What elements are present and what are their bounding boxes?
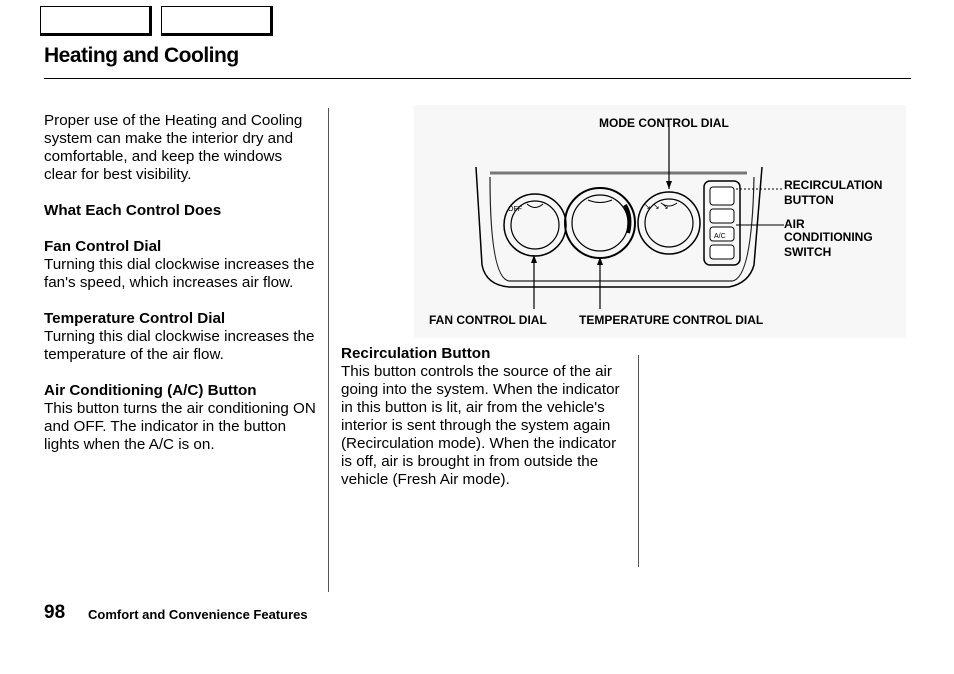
nav-next-button[interactable] bbox=[161, 6, 273, 36]
ac-text: This button turns the air conditioning O… bbox=[44, 400, 316, 453]
temperature-control-label: TEMPERATURE CONTROL DIAL bbox=[579, 313, 764, 327]
temp-heading: Temperature Control Dial bbox=[44, 310, 226, 327]
fan-heading: Fan Control Dial bbox=[44, 238, 162, 255]
nav-previous-button[interactable] bbox=[40, 6, 152, 36]
temperature-dial-icon bbox=[564, 187, 636, 259]
temp-text: Turning this dial clockwise increases th… bbox=[44, 328, 315, 363]
recirc-heading: Recirculation Button bbox=[341, 345, 491, 362]
intro-text: Proper use of the Heating and Cooling sy… bbox=[44, 112, 303, 183]
fan-dial-icon: OFF bbox=[503, 193, 567, 257]
section-name: Comfort and Convenience Features bbox=[88, 607, 308, 622]
control-panel-illustration: OFF ↘ ↘ ↘ A/C bbox=[475, 127, 784, 309]
svg-text:A/C: A/C bbox=[714, 233, 726, 240]
ac-heading: Air Conditioning (A/C) Button bbox=[44, 382, 257, 399]
climate-control-diagram: OFF ↘ ↘ ↘ A/C bbox=[414, 105, 906, 338]
ac-label-line2: CONDITIONING bbox=[784, 230, 873, 244]
recirculation-label-line2: BUTTON bbox=[784, 193, 834, 207]
mode-dial-icon: ↘ ↘ ↘ bbox=[637, 191, 701, 255]
fan-control-label: FAN CONTROL DIAL bbox=[429, 313, 547, 327]
column-divider-right bbox=[638, 355, 639, 567]
title-rule bbox=[44, 78, 911, 79]
column-divider-left bbox=[328, 108, 329, 592]
ac-label-line1: AIR bbox=[784, 217, 805, 231]
page-title: Heating and Cooling bbox=[44, 44, 239, 67]
svg-text:↘ ↘ ↘: ↘ ↘ ↘ bbox=[644, 202, 669, 211]
recirculation-label-line1: RECIRCULATION bbox=[784, 178, 883, 192]
button-column-icon: A/C bbox=[703, 180, 741, 266]
what-each-heading: What Each Control Does bbox=[44, 202, 222, 219]
svg-text:OFF: OFF bbox=[508, 206, 522, 213]
page-number: 98 bbox=[44, 602, 66, 623]
fan-text: Turning this dial clockwise increases th… bbox=[44, 256, 315, 291]
recirc-text: This button controls the source of the a… bbox=[341, 363, 620, 488]
middle-column: Recirculation Button This button control… bbox=[341, 345, 625, 489]
ac-label-line3: SWITCH bbox=[784, 245, 832, 259]
left-column: Proper use of the Heating and Cooling sy… bbox=[44, 112, 316, 454]
mode-control-label: MODE CONTROL DIAL bbox=[599, 116, 729, 130]
